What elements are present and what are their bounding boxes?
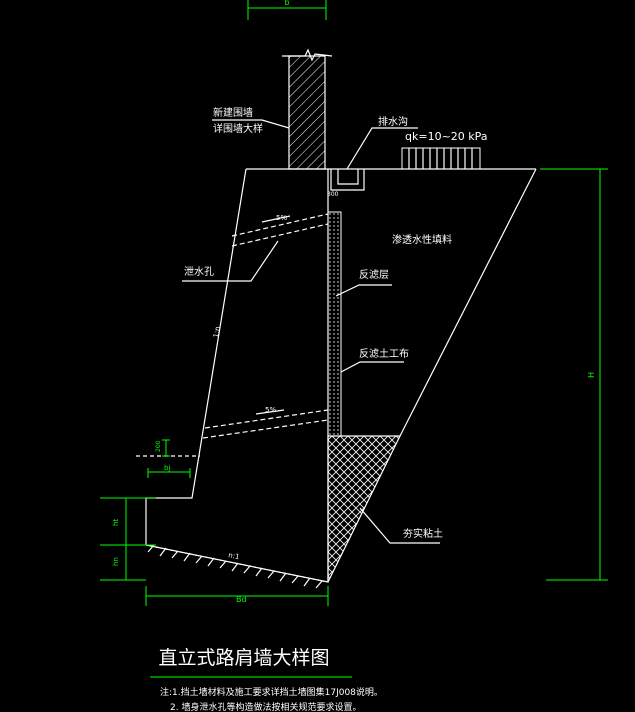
parapet-label-1: 新建围墙 (213, 106, 253, 119)
drawing-title: 直立式路肩墙大样图 (158, 647, 329, 669)
compacted-leader (359, 507, 440, 544)
bottom-width-label: Bd (236, 595, 247, 604)
toe-ground: 200 bj (136, 439, 200, 478)
filter-layer-leader (335, 284, 392, 297)
load-block: qk=10~20 kPa (401, 130, 488, 170)
geotextile-label: 反滤土工布 (359, 347, 409, 360)
drain-ditch: 排水沟 300 (327, 115, 418, 198)
load-label: qk=10~20 kPa (405, 130, 488, 143)
filter-layer-label: 反滤层 (359, 268, 389, 281)
drain-label: 排水沟 (378, 115, 408, 128)
batter-label: 1:n (212, 326, 222, 338)
slope-upper: 5% (276, 214, 287, 222)
parapet-leader (212, 119, 290, 129)
hn-label: hn (112, 557, 120, 566)
top-dimension: b (247, 0, 327, 20)
note-1: 注:1.挡土墙材料及施工要求详挡土墙图集17J008说明。 (160, 686, 383, 698)
backfill-boundary (399, 168, 537, 437)
slope-lower: 5% (265, 406, 276, 414)
base-hatch (145, 544, 329, 589)
parapet-wall (282, 48, 333, 170)
fill-label: 渗透水性填料 (392, 233, 452, 246)
bj-label: bj (164, 464, 170, 472)
base-slope-label: n:1 (228, 551, 241, 561)
wall-body (145, 168, 329, 583)
note-2: 2. 墙身泄水孔等构造做法按相关规范要求设置。 (170, 701, 361, 712)
weep-leader (182, 240, 279, 282)
height-dimension: H (540, 168, 608, 581)
filter-layer (327, 211, 342, 437)
left-dimensions: ht hn (100, 497, 156, 581)
bottom-width-dimension: Bd (145, 586, 329, 606)
dim-top-label: b (284, 0, 289, 7)
weep-label: 泄水孔 (184, 265, 214, 278)
ht-label: ht (112, 519, 120, 526)
compacted-clay-zone (327, 435, 401, 583)
toe-dim: 200 (155, 440, 162, 452)
geotextile-leader (340, 361, 404, 373)
parapet-label-2: 详围墙大样 (213, 122, 263, 135)
weep-hole-lower: 5% (202, 406, 329, 439)
compacted-label: 夯实粘土 (403, 527, 443, 540)
small-dim-300: 300 (327, 191, 339, 198)
height-label: H (587, 372, 596, 378)
weep-hole-upper: 5% (231, 213, 329, 247)
